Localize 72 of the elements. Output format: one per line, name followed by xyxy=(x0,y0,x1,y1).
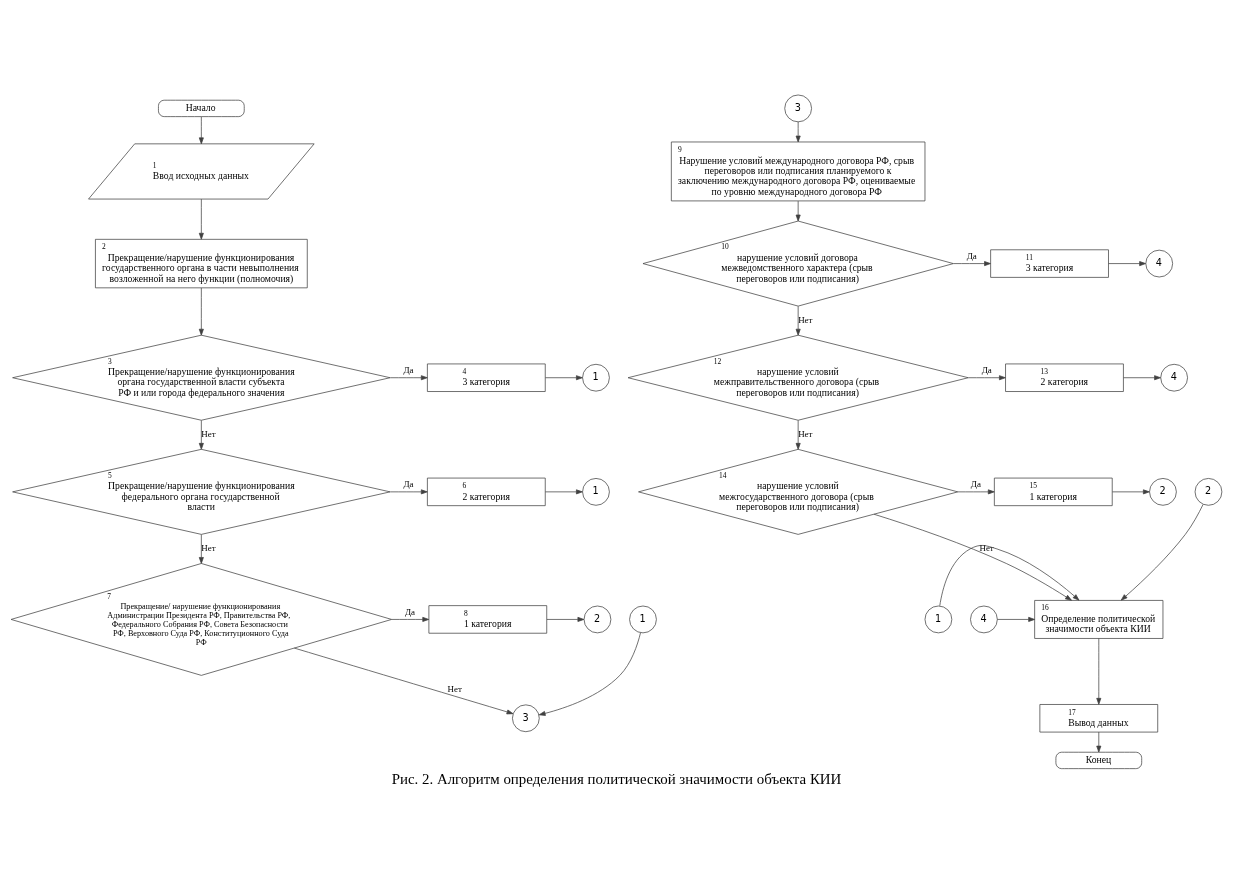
node-box: 6 2 категория xyxy=(427,477,546,506)
node-diamond: 3 Прекращение/нарушение функционирования органа государственной власти субъекта РФ и или города федерального значения xyxy=(12,334,391,421)
node-circle: 4 xyxy=(1145,249,1174,277)
arrow xyxy=(795,121,801,142)
node-diamond: 14 нарушение условий межгосударственного договора (срыв переговоров или подписания) xyxy=(638,448,959,535)
caption: Рис. 2. Алгоритм определения политической значимости объекта КИИ xyxy=(391,770,842,787)
node-circle: 1 xyxy=(629,605,657,633)
node-box: 17 Вывод данных xyxy=(1039,703,1159,732)
edge-label: Нет xyxy=(201,428,216,439)
node-circle: 2 xyxy=(1194,477,1223,506)
arrow xyxy=(795,419,801,450)
node-diamond: 5 Прекращение/нарушение функционирования федерального органа государственной власти xyxy=(12,448,391,535)
node-circle: 4 xyxy=(970,605,998,633)
arrow xyxy=(1096,637,1102,705)
arrow xyxy=(389,374,428,380)
arrow xyxy=(953,260,991,266)
arrow xyxy=(198,287,204,336)
node-circle: 3 xyxy=(512,703,540,732)
arrow xyxy=(546,616,585,622)
arrow xyxy=(1108,260,1146,266)
node-box: Конец xyxy=(1055,751,1143,769)
node-box: 11 3 категория xyxy=(990,248,1109,278)
arrow xyxy=(198,419,204,450)
arrow xyxy=(545,488,583,494)
arrow xyxy=(1123,374,1161,380)
node-circle: 1 xyxy=(924,605,953,633)
arrow xyxy=(873,513,1072,601)
arrow xyxy=(538,631,641,716)
node-box: 2 Прекращение/нарушение функционирования государственного органа в части невыполнения возложенной на него функции (полномочия) xyxy=(95,238,308,288)
node-circle: 1 xyxy=(582,477,610,506)
node-box: 8 1 категория xyxy=(428,604,548,634)
node-diamond: 7 Прекращение/ нарушение функционирования Администрации Президента РФ, Правительства РФ, Федерального Собрания РФ, Совета Безопасности РФ, Верховного Суда РФ, Конституционного Суда РФ xyxy=(10,562,392,676)
arrow xyxy=(1120,503,1204,601)
edge-label: Нет xyxy=(201,542,216,553)
arrow xyxy=(795,305,801,336)
arrow xyxy=(545,374,583,380)
arrow xyxy=(957,488,995,494)
edge-label: Нет xyxy=(447,683,462,694)
node-box: 13 2 категория xyxy=(1005,363,1124,392)
node-box: Начало xyxy=(158,99,245,117)
arrow xyxy=(939,544,1080,606)
arrow xyxy=(1112,488,1150,494)
node-diamond: 10 нарушение условий договора межведомственного характера (срыв переговоров или подписания) xyxy=(642,220,954,306)
node-box: 16 Определение политической значимости объекта КИИ xyxy=(1034,599,1164,639)
arrow xyxy=(198,533,204,564)
edge-label: Да xyxy=(405,606,416,617)
arrow xyxy=(967,374,1006,380)
arrow xyxy=(391,616,430,622)
node-box: 15 1 категория xyxy=(994,477,1113,506)
edge-label: Нет xyxy=(798,314,813,325)
node-box: 4 3 категория xyxy=(427,363,546,392)
edge-label: Нет xyxy=(798,428,813,439)
edge-label: Да xyxy=(970,478,981,489)
node-circle: 3 xyxy=(784,94,812,122)
arrow xyxy=(389,488,428,494)
node-diamond: 12 нарушение условий межправительственного договора (срыв переговоров или подписания) xyxy=(627,334,969,421)
arrow xyxy=(1096,731,1102,752)
edge-label: Да xyxy=(981,364,992,375)
edge-label: Да xyxy=(403,364,414,375)
arrow xyxy=(293,647,514,714)
node-circle: 1 xyxy=(582,363,610,392)
edge-label: Нет xyxy=(979,542,994,553)
node-circle: 2 xyxy=(583,605,612,633)
arrow xyxy=(997,616,1035,622)
node-circle: 2 xyxy=(1149,477,1177,506)
node-box: 9 Нарушение условий международного договора РФ, срыв переговоров или подписания планируемого к заключению международного договора РФ, оцениваемые по уровню международного договора РФ xyxy=(670,141,926,201)
arrow xyxy=(198,115,204,144)
arrow xyxy=(198,198,204,240)
node-circle: 4 xyxy=(1160,363,1188,392)
edge-label: Да xyxy=(966,250,977,261)
arrow xyxy=(795,200,801,221)
edge-label: Да xyxy=(403,478,414,489)
